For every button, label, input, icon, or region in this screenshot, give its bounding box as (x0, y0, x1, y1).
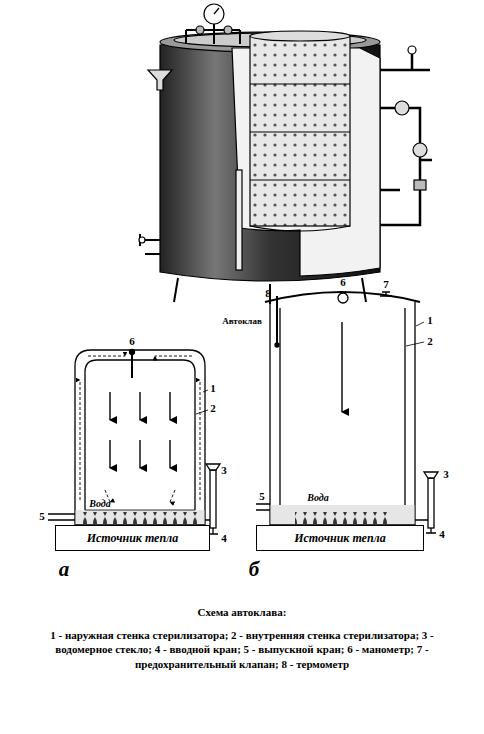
callout-number: 3 (221, 464, 227, 476)
callout-number: 4 (439, 528, 445, 540)
panel-letter: а (59, 558, 70, 581)
callout-number: 8 (265, 287, 271, 299)
callout-number: 2 (427, 335, 433, 347)
heat-source-box: Источник тепла (256, 525, 424, 551)
callout-number: 1 (210, 382, 216, 394)
node-label: Источник тепла (294, 531, 386, 546)
callout-number: 4 (221, 532, 227, 544)
callout-number: 1 (427, 314, 433, 326)
legend-text: 1 - наружная стенка стерилизатора; 2 - в… (32, 628, 452, 671)
heat-source-box: Источник тепла (55, 525, 210, 551)
scheme-caption: Схема автоклава: (198, 606, 287, 618)
callout-number: 5 (259, 490, 265, 502)
callout-number: 6 (340, 276, 346, 288)
node-label: Источник тепла (87, 531, 179, 546)
callout-number: 3 (443, 468, 449, 480)
panel-letter: б (249, 558, 259, 581)
water-label: Вода (307, 492, 329, 503)
callout-number: 2 (210, 402, 216, 414)
figure-caption: Автоклав (222, 317, 262, 327)
callout-number: 6 (129, 335, 135, 347)
callout-number: 5 (39, 510, 45, 522)
water-label: Вода (89, 498, 111, 509)
callout-number: 7 (383, 278, 389, 290)
